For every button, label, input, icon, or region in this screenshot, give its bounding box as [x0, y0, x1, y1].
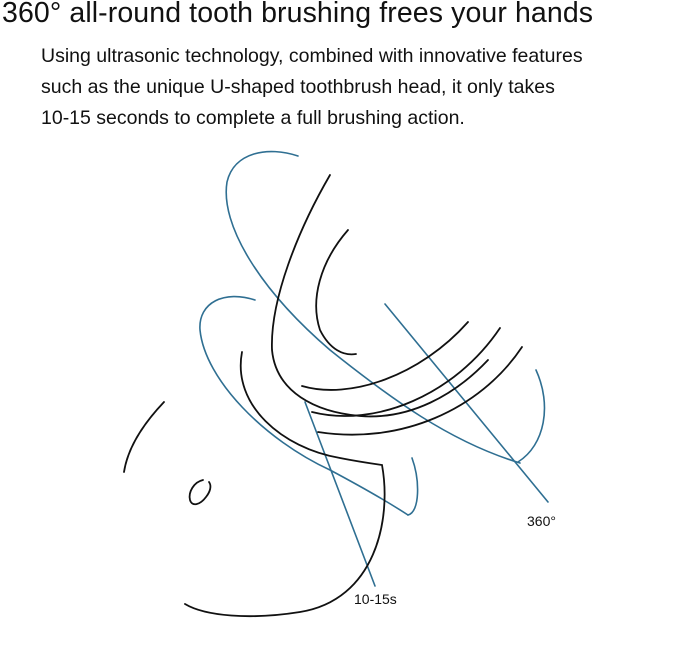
time-guide-line: [304, 401, 376, 587]
brush-handle-outline: [184, 351, 386, 618]
brush-stroke-outer: [271, 174, 489, 418]
description-line-2: such as the unique U-shaped toothbrush h…: [41, 76, 555, 98]
inner-blue-arc: [199, 295, 409, 516]
headline: 360° all-round tooth brushing frees your…: [2, 0, 594, 29]
brush-stroke-bristle-1: [301, 321, 469, 391]
rotation-guide-line: [384, 303, 549, 503]
description-line-1: Using ultrasonic technology, combined wi…: [41, 45, 583, 67]
time-label: 10-15s: [354, 591, 397, 607]
description: Using ultrasonic technology, combined wi…: [41, 41, 671, 134]
upper-blue-arc: [225, 150, 521, 464]
left-accent-stroke: [123, 401, 165, 473]
lower-blue-loop: [407, 457, 419, 516]
rotation-label: 360°: [527, 513, 556, 529]
brush-stroke-bristle-2: [311, 327, 501, 417]
description-line-3: 10-15 seconds to complete a full brushin…: [41, 107, 465, 129]
handle-button: [188, 479, 212, 506]
right-blue-arc: [517, 369, 546, 463]
brush-stroke-bristle-3: [317, 346, 523, 436]
brush-stroke-mid: [315, 229, 357, 356]
